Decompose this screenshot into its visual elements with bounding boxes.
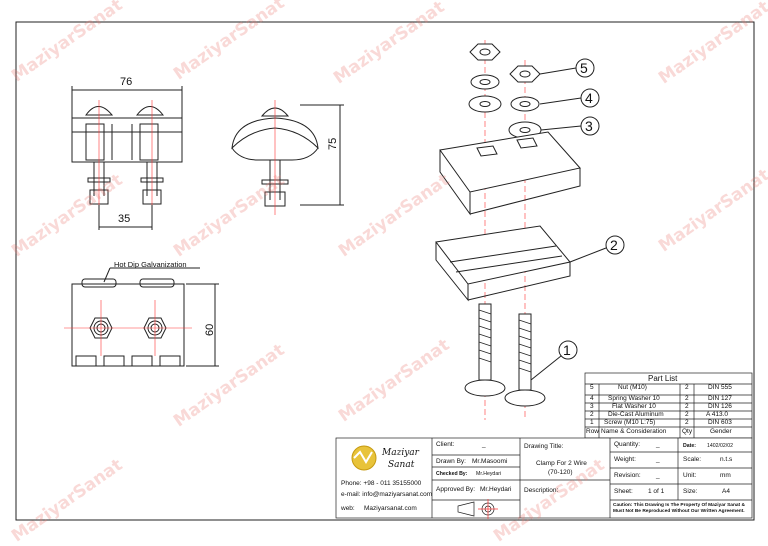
part-row-no: 3 [590,403,594,410]
sheet-label: Sheet: [614,488,633,495]
part-row-gender: DIN 127 [708,395,732,402]
part-row-no: 1 [590,419,594,426]
scale-value: n.t.s [720,456,733,463]
galvanization-note: Hot Dip Galvanization [114,260,187,269]
sheet-border [15,21,755,521]
revision-value: _ [656,472,660,479]
part-row-no: 5 [590,384,594,391]
part-row-name: Die-Cast Aluminum [608,411,664,418]
web-label: web: [341,505,355,512]
dimension-width: 76 [120,76,133,88]
part-row-qty: 2 [685,384,689,391]
part-header-name: Name & Consideration [601,428,667,435]
weight-label: Weight: [614,456,636,463]
drawing-title-label: Drawing Title: [524,443,564,450]
part-header-row: Row [586,428,600,435]
date-label: Date: [683,443,696,449]
part-row-gender: DIN 126 [708,403,732,410]
part-row-gender: DIN 555 [708,384,732,391]
size-value: A4 [722,488,730,495]
size-label: Size: [683,488,698,495]
balloon-4: 4 [585,90,593,106]
checked-value: Mr.Heydari [476,471,502,477]
title-block-grid [335,437,753,519]
plan-view [64,267,219,367]
front-view [71,86,183,230]
client-label: Client: [436,441,455,448]
company-name-2: Sanat [388,460,415,470]
weight-value: _ [656,456,660,463]
company-logo [351,445,377,471]
part-header-gender: Gender [710,428,732,435]
drawn-value: Mr.Masoomi [472,458,508,465]
projection-symbol [457,499,498,519]
quantity-label: Quantity: [614,441,641,448]
part-row-gender: DIN 603 [708,419,732,426]
part-row-name: Flat Washer 10 [612,403,656,410]
company-phone: Phone: +98 - 011 35155000 [341,480,422,487]
part-list-grid [584,372,753,439]
caution-note: Caution: This Drawing Is The Property Of… [613,503,745,514]
drawn-label: Drawn By: [436,458,466,465]
balloon-2: 2 [610,237,618,253]
scale-label: Scale: [683,456,702,463]
part-row-no: 4 [590,395,594,402]
drawing-title-line2: (70-120) [548,469,573,476]
unit-label: Unit: [683,472,697,479]
unit-value: mm [720,472,731,479]
part-list-title: Part List [648,374,678,383]
dimension-plan-height: 60 [204,323,216,336]
part-row-qty: 2 [685,419,689,426]
part-header-qty: Qty [682,428,693,435]
revision-label: Revision: [614,472,641,479]
part-row-no: 2 [590,411,594,418]
part-row-name: Nut (M10) [618,384,647,391]
checked-label: Checked By: [436,471,468,477]
company-email: e-mail: info@maziyarsanat.com [341,491,433,498]
drawing-title-line1: Clamp For 2 Wire [536,460,587,467]
dimension-bolt-spacing: 35 [118,213,131,225]
date-value: 1402/02/02 [707,443,733,449]
dimension-height: 75 [327,137,339,150]
company-name-1: Maziyar [382,448,419,458]
balloon-3: 3 [585,118,593,134]
exploded-view [435,40,625,420]
part-row-gender: A 413.0 [706,411,729,418]
quantity-value: _ [656,441,660,448]
description-label: Description: [524,487,559,494]
balloon-1: 1 [563,342,571,358]
part-row-name: Spring Washer 10 [608,395,660,402]
company-web: Maziyarsanat.com [364,505,417,512]
part-row-qty: 2 [685,411,689,418]
part-row-qty: 2 [685,395,689,402]
balloon-5: 5 [580,60,588,76]
client-value: _ [482,441,486,448]
approved-label: Approved By: [436,486,476,493]
approved-value: Mr.Heydari [480,486,512,493]
part-row-name: Screw (M10 L:75) [604,419,656,426]
sheet-value: 1 of 1 [648,488,665,495]
part-row-qty: 2 [685,403,689,410]
side-view [231,100,344,215]
